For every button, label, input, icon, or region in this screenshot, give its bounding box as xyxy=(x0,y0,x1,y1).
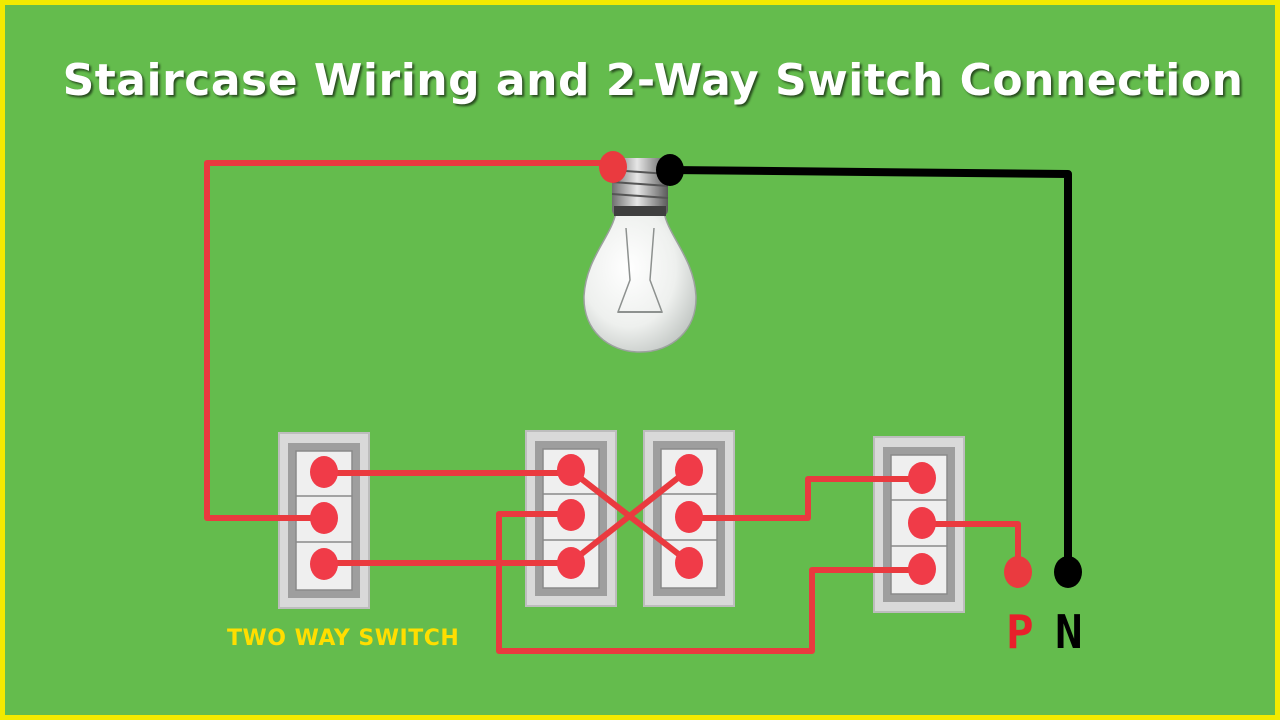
wire-switch2-to-switch4-bottom xyxy=(496,511,922,654)
wire-neutral xyxy=(669,166,1072,568)
terminal xyxy=(675,454,703,486)
diagram-canvas: Staircase Wiring and 2-Way Switch Connec… xyxy=(5,5,1275,715)
terminal xyxy=(557,454,585,486)
page-title: Staircase Wiring and 2-Way Switch Connec… xyxy=(62,55,1244,106)
switch-caption: TWO WAY SWITCH xyxy=(227,626,460,651)
switch-1-terminals xyxy=(310,456,338,580)
phase-terminal xyxy=(1004,556,1032,588)
neutral-label: N xyxy=(1055,605,1083,659)
terminal xyxy=(557,499,585,531)
terminal xyxy=(310,548,338,580)
switch-3-terminals xyxy=(675,454,703,579)
terminal xyxy=(675,547,703,579)
terminal xyxy=(908,507,936,539)
wire-cross-b xyxy=(568,467,690,566)
wiring-diagram xyxy=(204,151,1082,654)
switch-4-terminals xyxy=(908,462,936,585)
terminal xyxy=(675,501,703,533)
bulb-icon xyxy=(583,151,697,353)
terminal xyxy=(908,553,936,585)
terminal xyxy=(908,462,936,494)
wire-switch3-to-switch4-top xyxy=(690,476,922,521)
terminal xyxy=(310,456,338,488)
neutral-terminal xyxy=(1054,556,1082,588)
bulb-neutral-contact xyxy=(656,154,684,186)
terminal xyxy=(557,547,585,579)
phase-label: P xyxy=(1006,605,1034,659)
wire-bulb-to-switch1 xyxy=(204,160,613,521)
bulb-phase-contact xyxy=(599,151,627,183)
switch-2-terminals xyxy=(557,454,585,579)
terminal xyxy=(310,502,338,534)
wire-switch4-to-phase xyxy=(922,521,1021,570)
